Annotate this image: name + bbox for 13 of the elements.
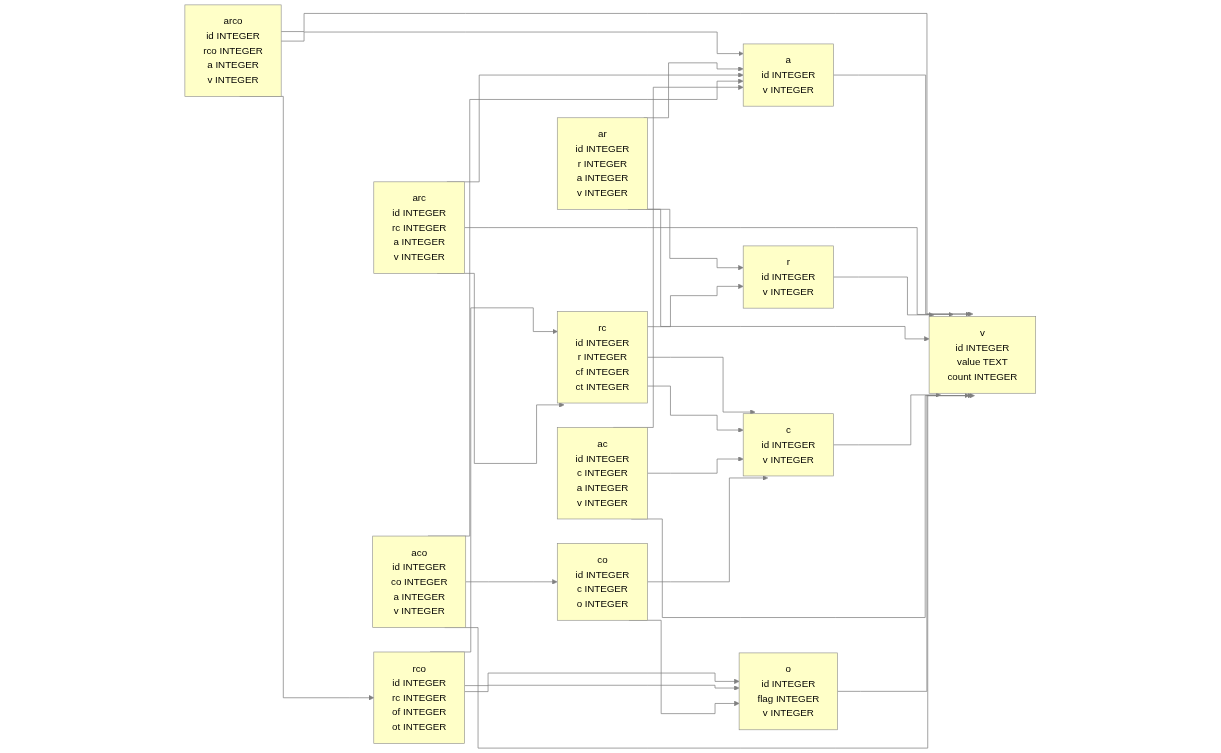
node-box: ac id INTEGER c INTEGER a INTEGER v INTEGER — [557, 427, 649, 520]
node-box: r id INTEGER v INTEGER — [743, 245, 834, 309]
node-box: rc id INTEGER r INTEGER cf INTEGER ct INTEGER — [557, 311, 649, 404]
node-box: aco id INTEGER co INTEGER a INTEGER v INTEGER — [372, 535, 467, 628]
node-box: c id INTEGER v INTEGER — [743, 413, 834, 477]
node-box: o id INTEGER flag INTEGER v INTEGER — [739, 652, 839, 731]
node-box: ar id INTEGER r INTEGER a INTEGER v INTEGER — [557, 117, 649, 210]
node-box: rco id INTEGER rc INTEGER of INTEGER ot INTEGER — [373, 651, 466, 744]
node-box: a id INTEGER v INTEGER — [743, 43, 834, 107]
node-box: arc id INTEGER rc INTEGER a INTEGER v INTEGER — [373, 181, 466, 274]
node-box: v id INTEGER value TEXT count INTEGER — [929, 316, 1037, 394]
node-box: arco id INTEGER rco INTEGER a INTEGER v INTEGER — [184, 4, 282, 97]
node-box: co id INTEGER c INTEGER o INTEGER — [557, 543, 649, 621]
